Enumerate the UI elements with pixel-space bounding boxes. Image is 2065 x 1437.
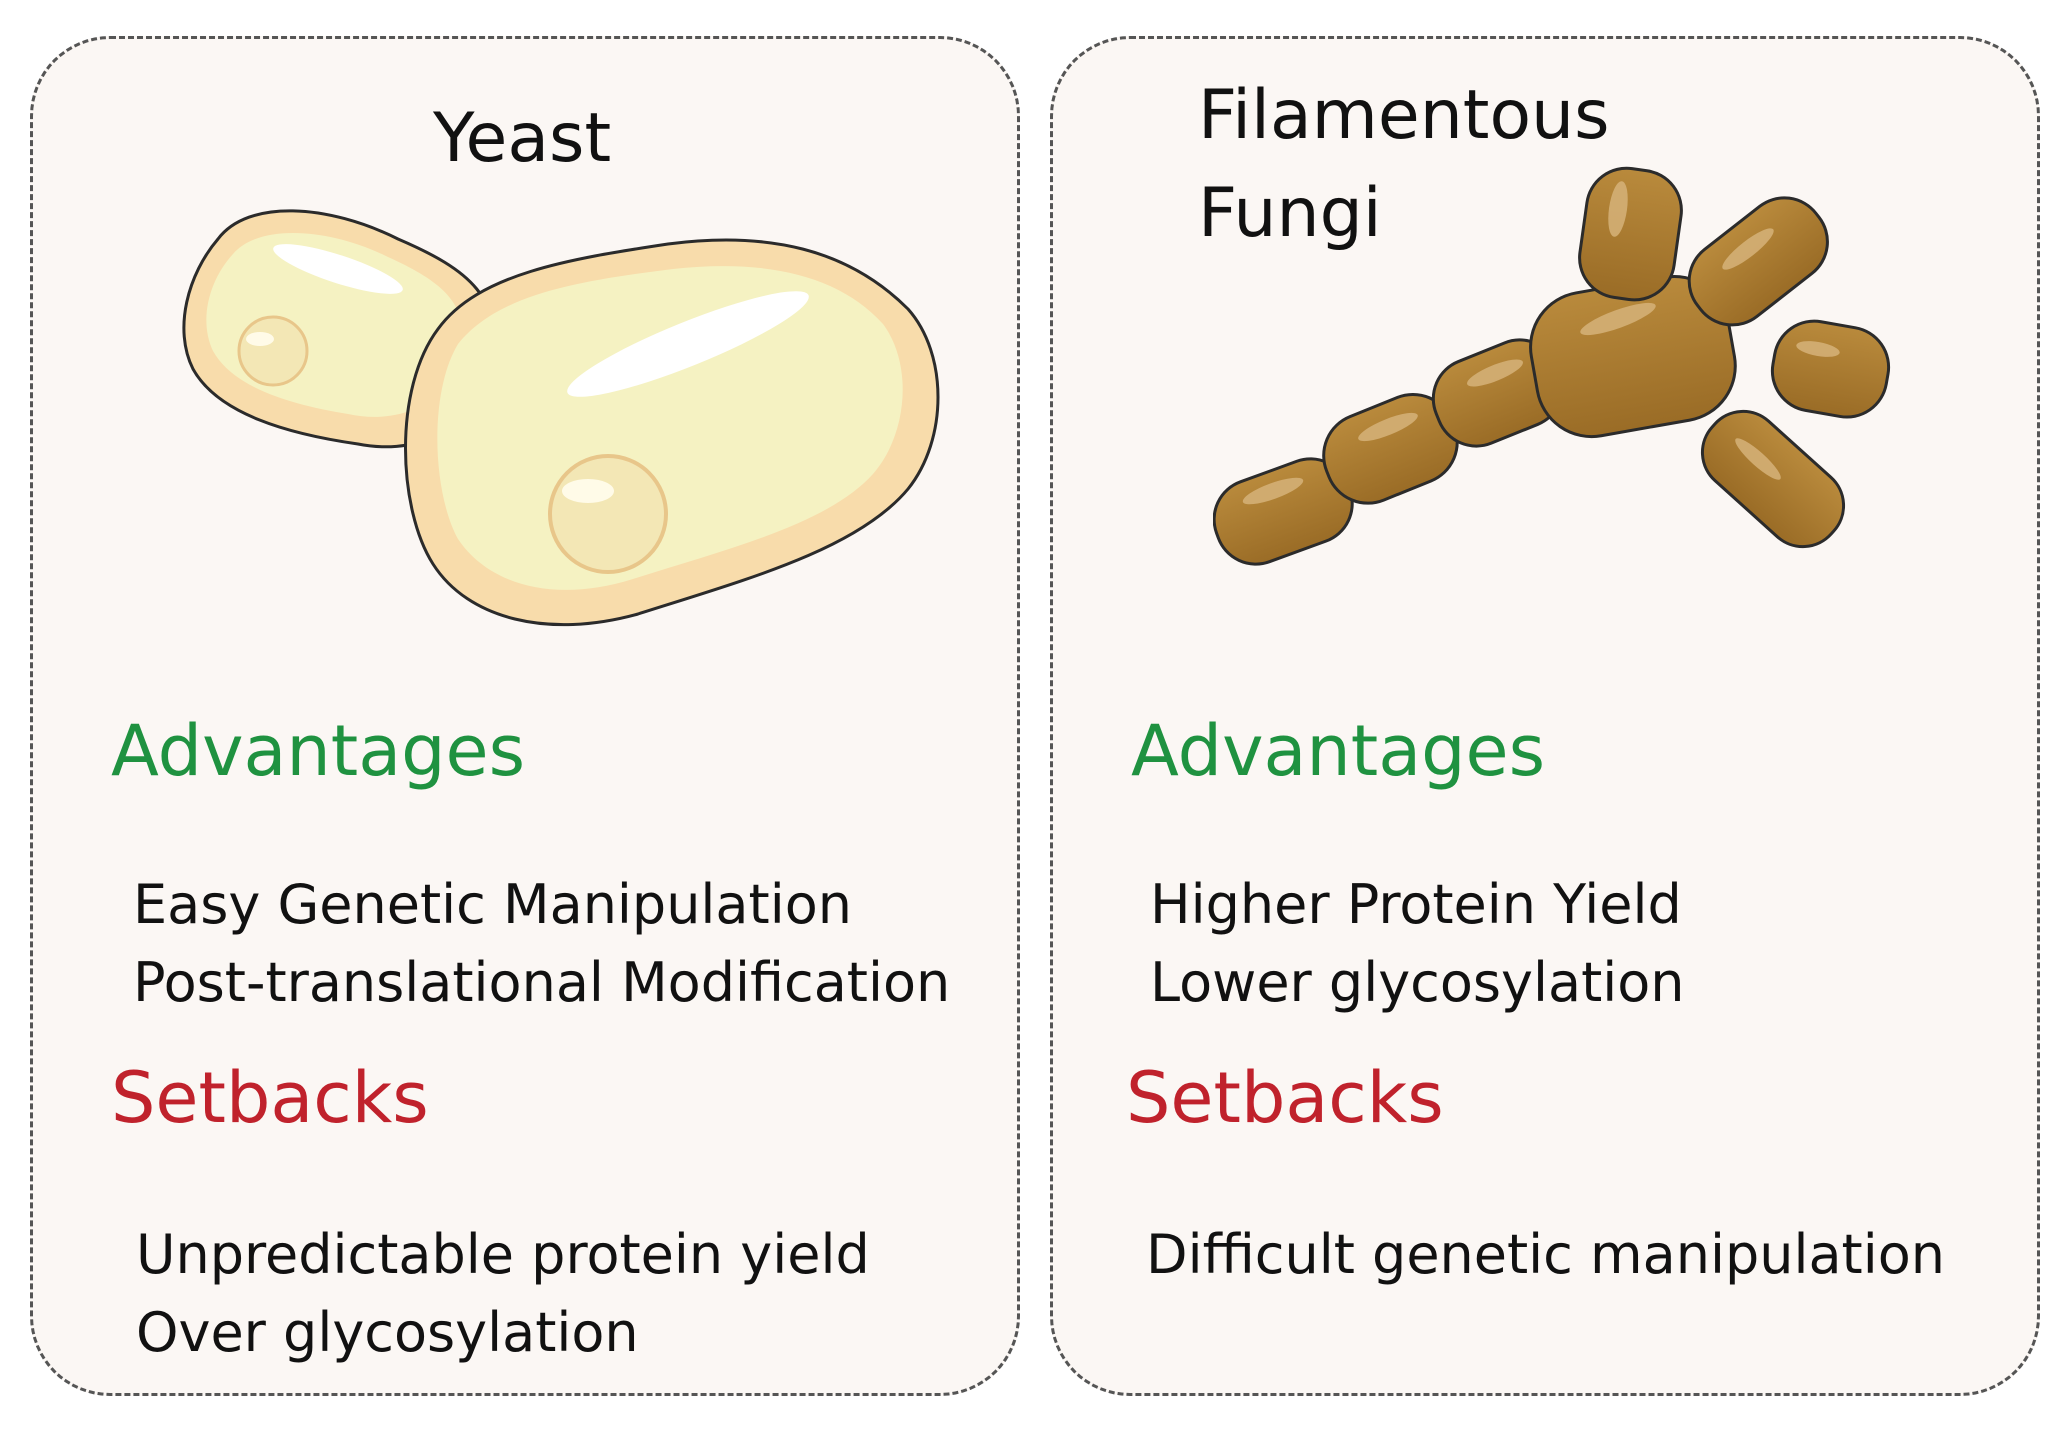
fungi-advantages-list: Higher Protein Yield Lower glycosylation bbox=[1150, 866, 1685, 1022]
hypha-branch-up-right bbox=[1687, 196, 1829, 327]
list-item: Difficult genetic manipulation bbox=[1146, 1223, 1945, 1286]
fungi-title-line-1: Filamentous bbox=[1198, 76, 1610, 155]
fungi-setbacks-list: Difficult genetic manipulation bbox=[1146, 1216, 1945, 1294]
list-item: Lower glycosylation bbox=[1150, 951, 1685, 1014]
yeast-cells-icon bbox=[182, 209, 940, 627]
yeast-title: Yeast bbox=[433, 99, 612, 178]
hypha-branch-right bbox=[1770, 319, 1891, 419]
list-item: Post-translational Modification bbox=[133, 951, 951, 1014]
filamentous-fungi-icon bbox=[1213, 166, 1891, 566]
fungi-title-line-2: Fungi bbox=[1198, 174, 1382, 253]
list-item: Unpredictable protein yield bbox=[136, 1223, 870, 1286]
yeast-setbacks-list: Unpredictable protein yield Over glycosy… bbox=[136, 1216, 870, 1372]
fungi-advantages-heading: Advantages bbox=[1131, 710, 1546, 792]
yeast-advantages-list: Easy Genetic Manipulation Post-translati… bbox=[133, 866, 950, 1022]
hypha-branch-up bbox=[1578, 166, 1683, 302]
fungi-title: Filamentous Fungi bbox=[1198, 67, 1610, 263]
yeast-large-cell bbox=[404, 238, 940, 627]
hypha-branch-down-right bbox=[1700, 409, 1846, 549]
fungi-card: Filamentous Fungi bbox=[1050, 36, 2040, 1396]
yeast-small-cell bbox=[182, 209, 495, 449]
list-item: Higher Protein Yield bbox=[1150, 873, 1682, 936]
yeast-setbacks-heading: Setbacks bbox=[111, 1057, 429, 1139]
list-item: Easy Genetic Manipulation bbox=[133, 873, 852, 936]
yeast-advantages-heading: Advantages bbox=[111, 710, 526, 792]
list-item: Over glycosylation bbox=[136, 1301, 639, 1364]
fungi-setbacks-heading: Setbacks bbox=[1126, 1057, 1444, 1139]
yeast-card: Yeast Advantages Easy Genetic Manipulati… bbox=[30, 36, 1020, 1396]
